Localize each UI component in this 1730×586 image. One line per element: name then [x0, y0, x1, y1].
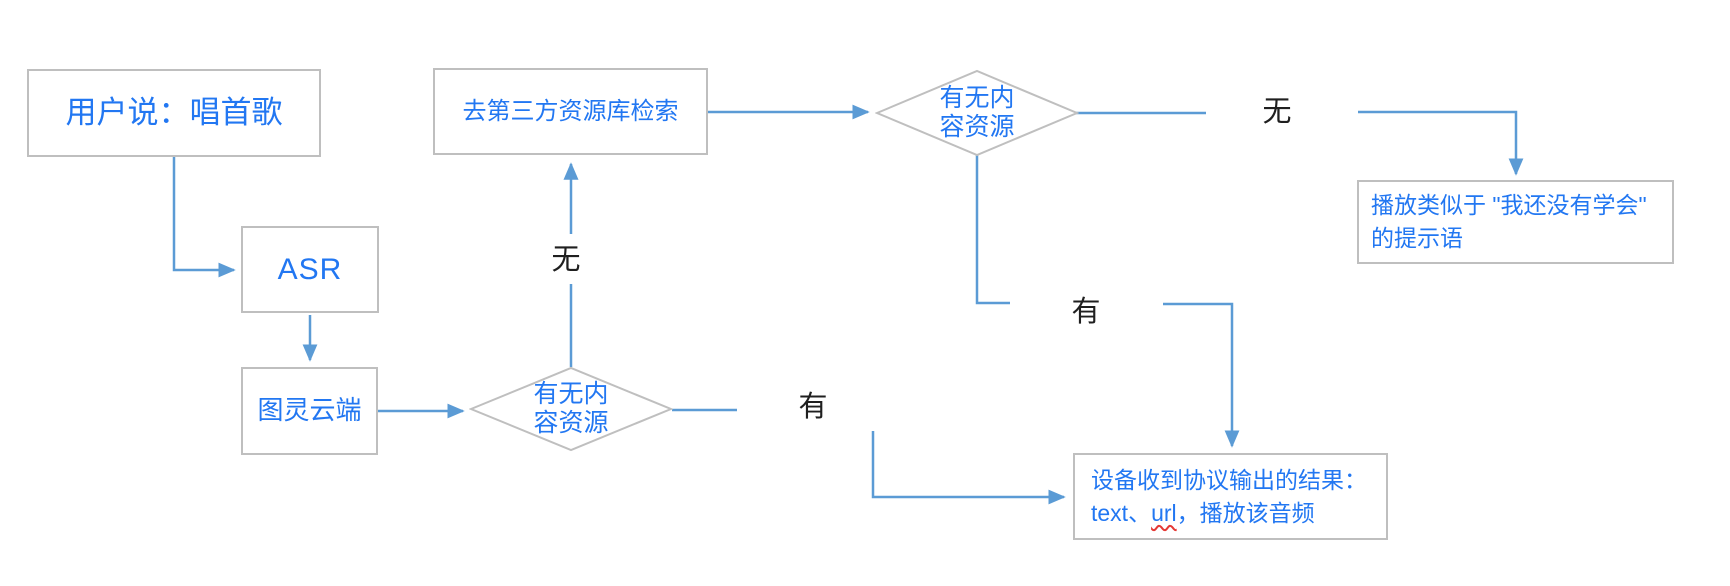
edge-decision2-yes-right: [1163, 302, 1240, 448]
node-user-says: 用户说：唱首歌: [27, 69, 321, 157]
edge-decision2-no-right: [1358, 110, 1524, 176]
node-third-party-search-label: 去第三方资源库检索: [462, 97, 679, 125]
node-device-result: 设备收到协议输出的结果： text、url，播放该音频: [1073, 453, 1388, 540]
decision-third-party-shape: [874, 69, 1080, 157]
node-device-result-line1: 设备收到协议输出的结果：: [1091, 466, 1367, 493]
device-result-text-token: text、: [1091, 499, 1152, 526]
decision-local-content: 有无内 容资源: [468, 366, 674, 452]
decision-third-party-content: 有无内 容资源: [874, 69, 1080, 157]
decision-third-party-line2: 容资源: [939, 113, 1015, 141]
node-asr: ASR: [241, 226, 379, 313]
node-play-prompt-line1: 播放类似于 "我还没有学会": [1371, 192, 1647, 218]
edge-decision2-yes-left: [975, 155, 1010, 305]
node-play-prompt: 播放类似于 "我还没有学会" 的提示语: [1357, 180, 1674, 264]
node-asr-label: ASR: [277, 253, 343, 286]
edge-label-no-local: 无: [551, 244, 581, 276]
edge-label-no-third-party: 无: [1262, 96, 1292, 128]
device-result-url-token: url: [1151, 499, 1177, 526]
node-device-result-line2: text、url，播放该音频: [1091, 497, 1367, 530]
node-third-party-search: 去第三方资源库检索: [433, 68, 708, 155]
node-play-prompt-line2: 的提示语: [1371, 225, 1463, 251]
edge-decision1-yes-right: [871, 431, 1066, 505]
node-user-says-label: 用户说：唱首歌: [65, 94, 283, 130]
node-turing-cloud: 图灵云端: [241, 367, 378, 455]
device-result-tail-token: ，播放该音频: [1176, 499, 1315, 526]
decision-third-party-line1: 有无内: [939, 84, 1015, 112]
edge-user-to-asr: [172, 157, 236, 278]
edge-label-yes-third-party: 有: [1071, 296, 1101, 328]
decision-local-line2: 容资源: [533, 409, 609, 437]
node-turing-cloud-label: 图灵云端: [257, 395, 362, 426]
decision-local-shape: [468, 366, 674, 452]
decision-local-line1: 有无内: [533, 380, 609, 408]
edge-label-yes-local: 有: [798, 391, 828, 423]
